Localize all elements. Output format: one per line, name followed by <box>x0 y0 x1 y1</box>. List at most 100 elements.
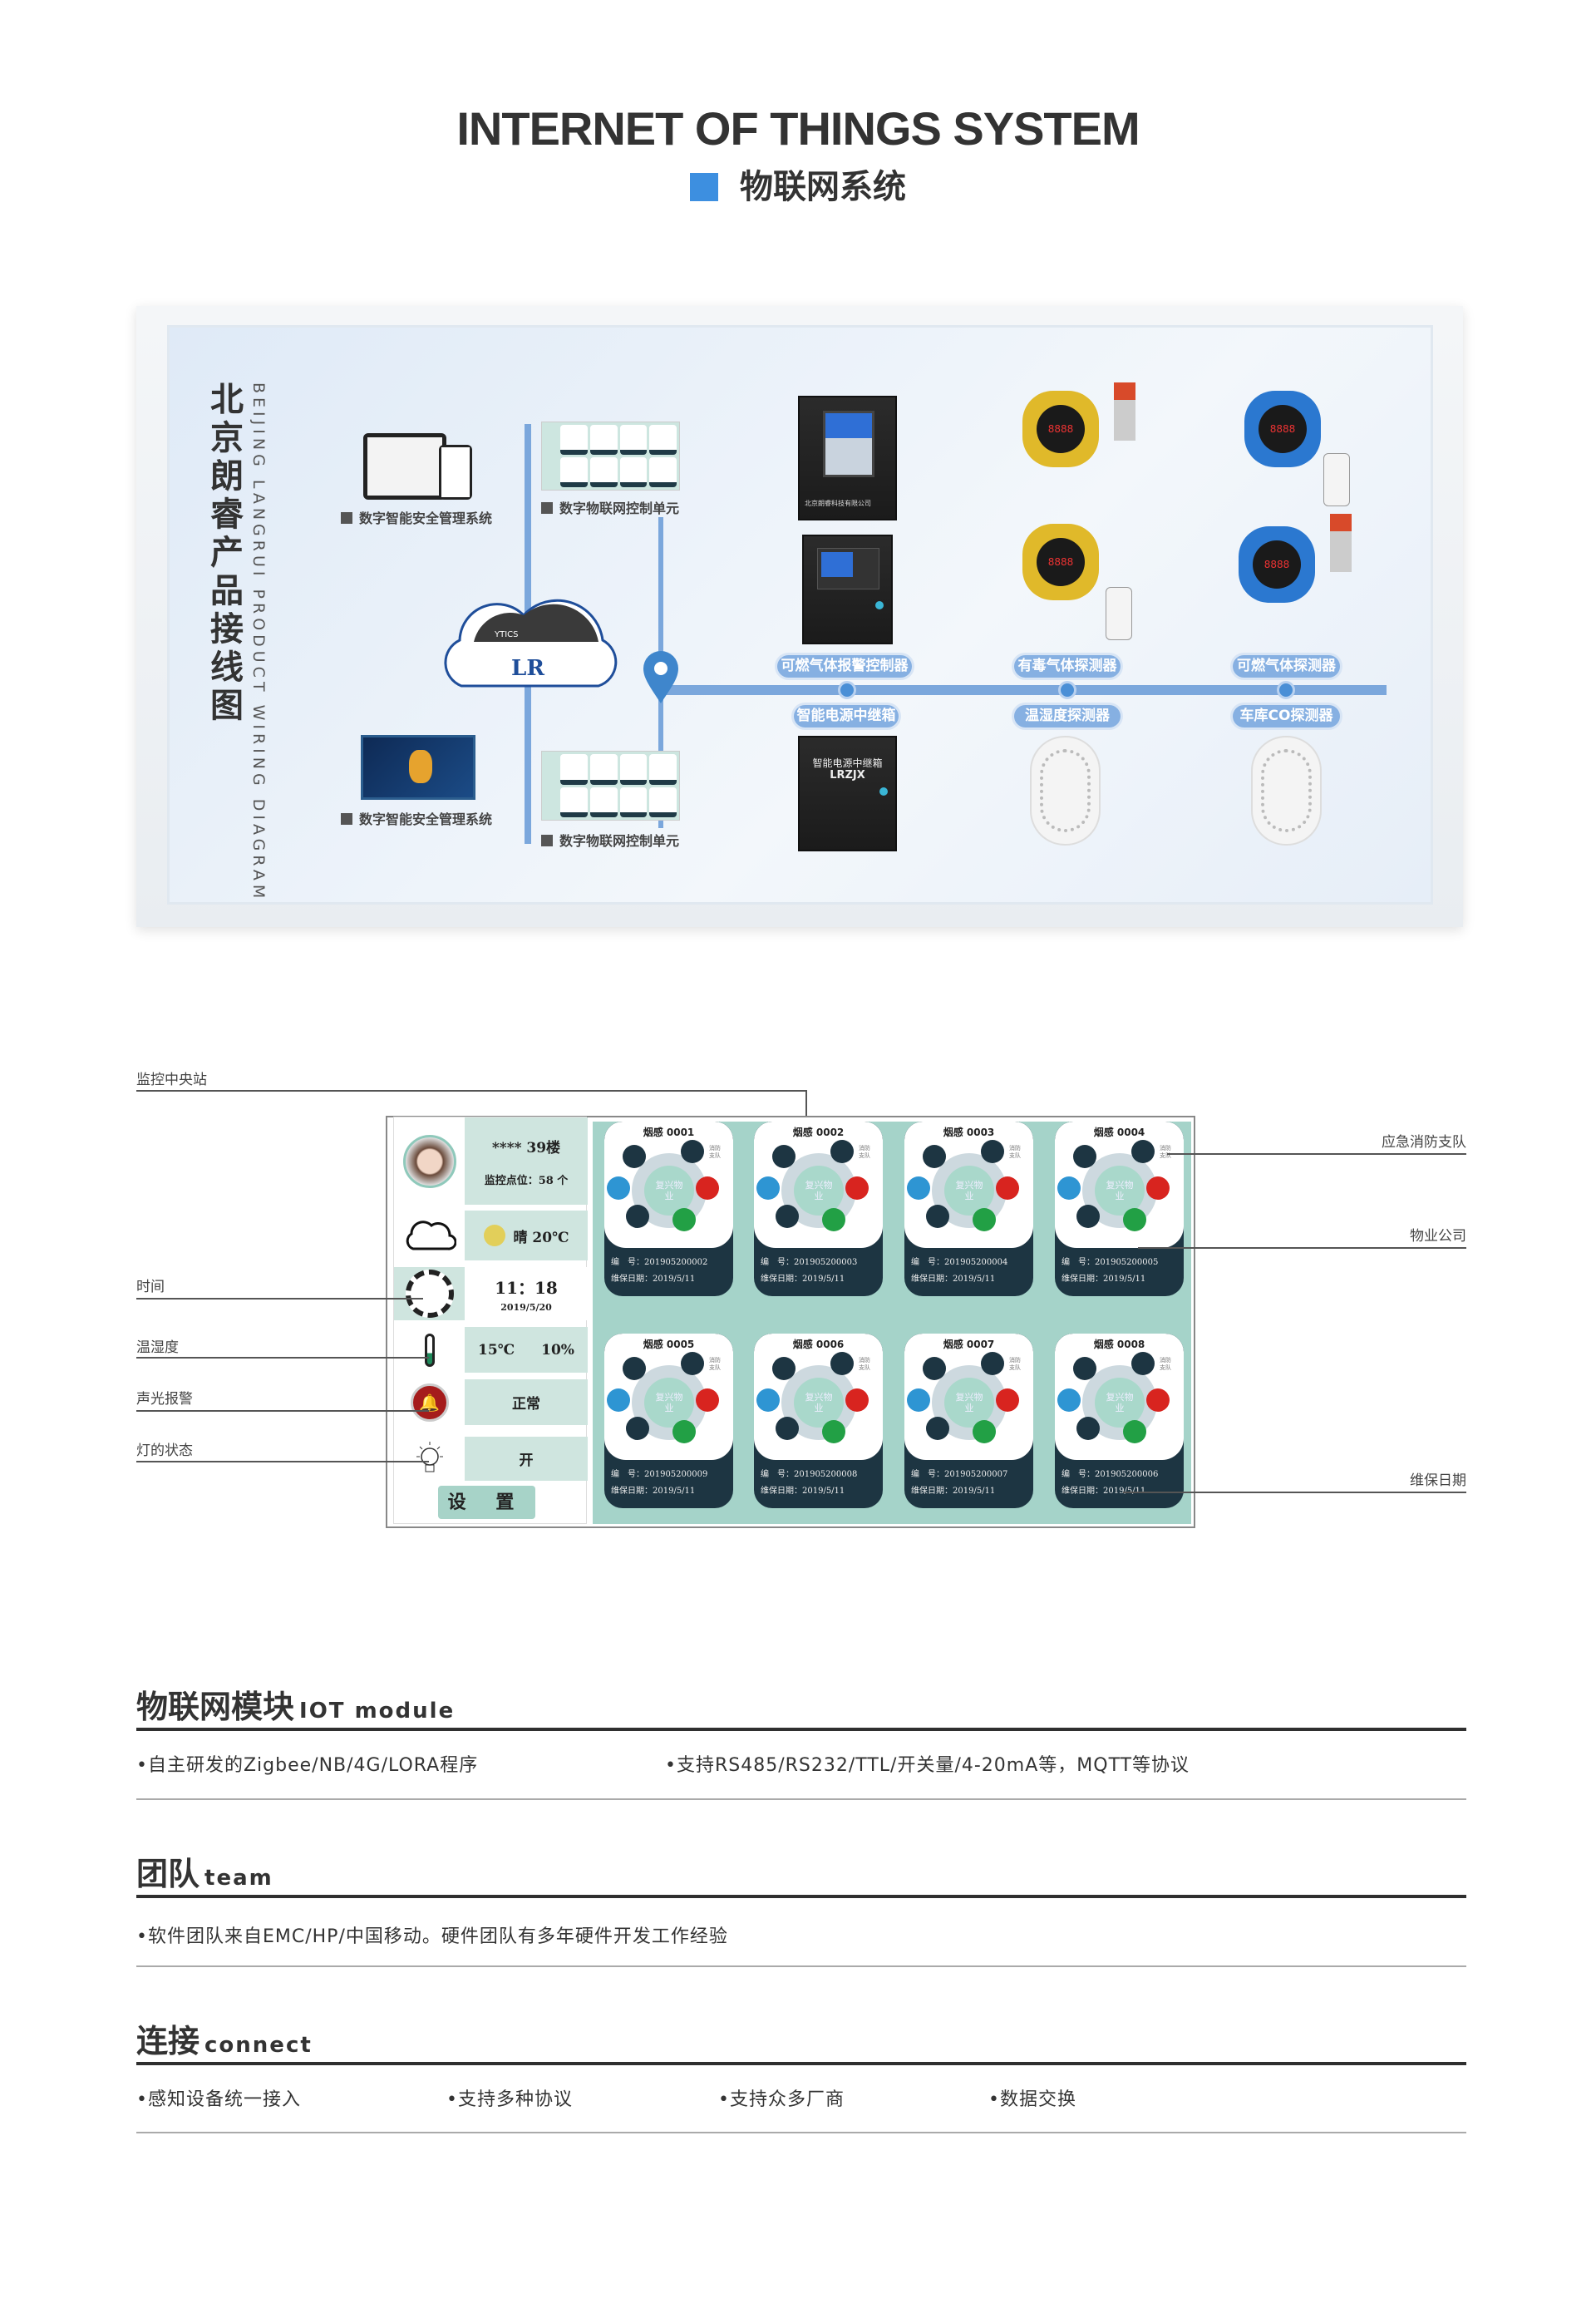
status-circle[interactable] <box>830 1140 854 1163</box>
card-center: 复兴物业 <box>944 1166 994 1216</box>
status-circle[interactable] <box>672 1420 696 1443</box>
status-circle[interactable] <box>1146 1388 1170 1412</box>
card-serial: 编 号：201905200009 <box>611 1470 708 1479</box>
temp-humidity-detector-image <box>1030 736 1101 846</box>
status-circle[interactable] <box>1076 1205 1100 1228</box>
status-circle[interactable] <box>772 1357 796 1380</box>
management-system-label: 数字智能安全管理系统 <box>341 808 492 828</box>
page-subtitle: 物联网系统 <box>0 160 1596 208</box>
tag-temp-humidity-detector: 温湿度探测器 <box>1014 705 1121 727</box>
status-circle[interactable] <box>1131 1140 1155 1163</box>
card-title: 烟感 0001 <box>643 1127 695 1138</box>
alarm-bell-icon: 🔔 <box>410 1383 449 1422</box>
status-circle[interactable] <box>923 1145 946 1168</box>
status-circle[interactable] <box>776 1205 799 1228</box>
status-circle[interactable] <box>1057 1176 1081 1200</box>
clock-icon <box>405 1270 454 1318</box>
status-circle[interactable] <box>996 1176 1019 1200</box>
settings-button[interactable]: 设 置 <box>438 1486 535 1519</box>
status-circle[interactable] <box>776 1417 799 1440</box>
temperature-text: 15℃ <box>478 1341 515 1359</box>
card-title: 烟感 0002 <box>792 1127 845 1138</box>
status-circle[interactable] <box>756 1388 780 1412</box>
time-text: 11：18 <box>495 1278 558 1298</box>
status-circle[interactable] <box>626 1417 649 1440</box>
status-circle[interactable] <box>607 1176 630 1200</box>
status-circle[interactable] <box>830 1352 854 1375</box>
callout-line <box>805 1090 807 1116</box>
status-circle[interactable] <box>1076 1417 1100 1440</box>
connect-item: •支持多种协议 <box>446 2089 573 2110</box>
status-circle[interactable] <box>1057 1388 1081 1412</box>
weather-text: 晴 20℃ <box>513 1229 569 1246</box>
humidity-text: 10% <box>541 1341 574 1359</box>
bus-node <box>838 681 856 699</box>
status-circle[interactable] <box>681 1140 704 1163</box>
dashboard-screen-image <box>361 735 475 800</box>
status-circle[interactable] <box>672 1208 696 1231</box>
card-date: 维保日期：2019/5/11 <box>911 1487 996 1496</box>
status-circle[interactable] <box>996 1388 1019 1412</box>
status-circle[interactable] <box>907 1388 930 1412</box>
status-circle[interactable] <box>907 1176 930 1200</box>
status-circle[interactable] <box>981 1140 1004 1163</box>
callout-sound-light-alarm: 声光报警 <box>136 1391 193 1408</box>
status-circle[interactable] <box>926 1417 949 1440</box>
status-circle[interactable] <box>681 1352 704 1375</box>
status-circle[interactable] <box>626 1205 649 1228</box>
card-title: 烟感 0003 <box>943 1127 995 1138</box>
status-circle[interactable] <box>1073 1145 1096 1168</box>
status-circle[interactable] <box>772 1145 796 1168</box>
status-circle[interactable] <box>845 1388 869 1412</box>
alarm-beacon-icon <box>1114 382 1135 441</box>
status-circle[interactable] <box>973 1420 996 1443</box>
avatar <box>402 1134 456 1188</box>
combustible-gas-detector-image: 8888 <box>1239 526 1315 603</box>
card-date: 维保日期：2019/5/11 <box>611 1275 696 1284</box>
callout-line <box>1138 1247 1466 1249</box>
status-circle[interactable] <box>1131 1352 1155 1375</box>
status-circle[interactable] <box>923 1357 946 1380</box>
status-circle[interactable] <box>822 1208 845 1231</box>
status-circle[interactable] <box>845 1176 869 1200</box>
callout-maintenance-date: 维保日期 <box>1410 1472 1466 1489</box>
card-title: 烟感 0007 <box>943 1339 995 1350</box>
status-circle[interactable] <box>822 1420 845 1443</box>
card-serial: 编 号：201905200002 <box>611 1258 708 1267</box>
cloud-label: LR <box>511 656 544 681</box>
connect-item: •数据交换 <box>988 2089 1076 2110</box>
card-date: 维保日期：2019/5/11 <box>761 1487 845 1496</box>
status-circle[interactable] <box>973 1208 996 1231</box>
date-text: 2019/5/20 <box>500 1302 552 1313</box>
status-circle[interactable] <box>623 1357 646 1380</box>
status-circle[interactable] <box>607 1388 630 1412</box>
status-circle[interactable] <box>696 1388 719 1412</box>
status-circle[interactable] <box>1123 1420 1146 1443</box>
card-title: 烟感 0004 <box>1093 1127 1145 1138</box>
team-item: •软件团队来自EMC/HP/中国移动。硬件团队有多年硬件开发工作经验 <box>136 1926 728 1947</box>
light-status: 开 <box>519 1452 534 1469</box>
connect-item: •支持众多厂商 <box>718 2089 845 2110</box>
status-circle[interactable] <box>981 1352 1004 1375</box>
status-circle[interactable] <box>756 1176 780 1200</box>
status-circle[interactable] <box>1073 1357 1096 1380</box>
status-circle[interactable] <box>926 1205 949 1228</box>
status-circle[interactable] <box>1123 1208 1146 1231</box>
status-circle[interactable] <box>623 1145 646 1168</box>
status-circle[interactable] <box>1146 1176 1170 1200</box>
status-circle[interactable] <box>696 1176 719 1200</box>
toxic-gas-detector-image: 8888 <box>1022 391 1099 467</box>
callout-light-status: 灯的状态 <box>136 1443 193 1459</box>
divider <box>136 1965 1466 1967</box>
